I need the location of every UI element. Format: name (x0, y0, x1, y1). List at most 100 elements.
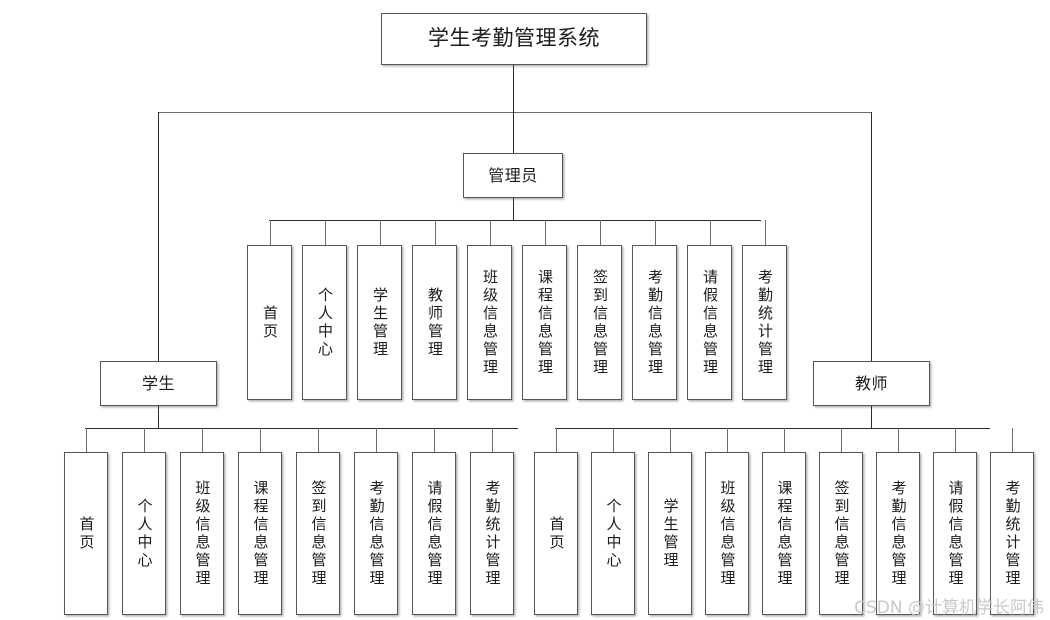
teacher-menu-item-8[interactable]: 请假信息管理 (933, 452, 977, 615)
connector-bus-to-student (158, 112, 159, 361)
admin-menu-item-drop-line (599, 220, 601, 245)
teacher-menu-item-drop-line (1012, 428, 1013, 452)
teacher-menu-item-label: 请假信息管理 (946, 479, 965, 588)
teacher-menu-item-label: 班级信息管理 (718, 479, 737, 588)
student-menu-item-label: 课程信息管理 (251, 479, 270, 588)
student-menu-item-drop-line (86, 428, 87, 452)
student-menu-item-label: 考勤信息管理 (367, 479, 386, 588)
admin-menu-item-drop-line (544, 220, 546, 245)
teacher-menu-item-label: 签到信息管理 (832, 479, 851, 588)
admin-menu-item-drop-line (379, 220, 381, 245)
admin-menu-item-label: 首页 (261, 304, 279, 341)
student-menu-item-2[interactable]: 个人中心 (122, 452, 166, 615)
admin-menu-item-label: 教师管理 (426, 286, 444, 359)
student-menu-item-label: 班级信息管理 (193, 479, 212, 588)
admin-menu-item-drop-line (269, 220, 271, 245)
connector-admin-stem (513, 198, 514, 220)
teacher-menu-item-7[interactable]: 考勤信息管理 (876, 452, 920, 615)
teacher-menu-item-label: 学生管理 (661, 497, 680, 570)
student-menu-item-label: 考勤统计管理 (483, 479, 502, 588)
admin-menu-item-7[interactable]: 签到信息管理 (577, 245, 622, 400)
role-node-teacher[interactable]: 教师 (813, 361, 930, 406)
admin-menu-item-label: 签到信息管理 (591, 268, 609, 377)
teacher-menu-item-label: 考勤统计管理 (1003, 479, 1022, 588)
student-menu-item-4[interactable]: 课程信息管理 (238, 452, 282, 615)
admin-menu-item-label: 课程信息管理 (536, 268, 554, 377)
root-node-system-title[interactable]: 学生考勤管理系统 (381, 13, 647, 65)
student-menu-item-7[interactable]: 请假信息管理 (412, 452, 456, 615)
student-menu-item-drop-line (376, 428, 377, 452)
teacher-menu-item-drop-line (670, 428, 671, 452)
student-menu-item-5[interactable]: 签到信息管理 (296, 452, 340, 615)
student-menu-item-label: 首页 (77, 515, 96, 552)
admin-menu-item-10[interactable]: 考勤统计管理 (742, 245, 787, 400)
teacher-menu-item-label: 首页 (547, 515, 566, 552)
connector-admin-children-bus (269, 220, 761, 221)
student-menu-item-6[interactable]: 考勤信息管理 (354, 452, 398, 615)
connector-student-children-bus (85, 428, 518, 429)
student-menu-item-drop-line (260, 428, 261, 452)
admin-menu-item-label: 请假信息管理 (701, 268, 719, 377)
admin-menu-item-label: 班级信息管理 (481, 268, 499, 377)
admin-menu-item-3[interactable]: 学生管理 (357, 245, 402, 400)
teacher-menu-item-4[interactable]: 班级信息管理 (705, 452, 749, 615)
teacher-menu-item-label: 课程信息管理 (775, 479, 794, 588)
admin-menu-item-8[interactable]: 考勤信息管理 (632, 245, 677, 400)
admin-menu-item-label: 考勤统计管理 (756, 268, 774, 377)
teacher-menu-item-3[interactable]: 学生管理 (648, 452, 692, 615)
teacher-menu-item-5[interactable]: 课程信息管理 (762, 452, 806, 615)
student-menu-item-drop-line (318, 428, 319, 452)
teacher-menu-item-drop-line (898, 428, 899, 452)
connector-top-bus (158, 112, 872, 113)
watermark-text: CSDN @计算机学长阿伟 (854, 598, 1044, 618)
teacher-menu-item-drop-line (613, 428, 614, 452)
role-node-admin[interactable]: 管理员 (463, 153, 563, 198)
teacher-menu-item-label: 考勤信息管理 (889, 479, 908, 588)
student-menu-item-label: 签到信息管理 (309, 479, 328, 588)
admin-menu-item-drop-line (434, 220, 436, 245)
admin-menu-item-4[interactable]: 教师管理 (412, 245, 457, 400)
teacher-menu-item-9[interactable]: 考勤统计管理 (990, 452, 1034, 615)
role-node-teacher-label: 教师 (854, 373, 888, 393)
teacher-menu-item-drop-line (841, 428, 842, 452)
teacher-menu-item-2[interactable]: 个人中心 (591, 452, 635, 615)
teacher-menu-item-1[interactable]: 首页 (534, 452, 578, 615)
admin-menu-item-2[interactable]: 个人中心 (302, 245, 347, 400)
admin-menu-item-drop-line (489, 220, 491, 245)
student-menu-item-8[interactable]: 考勤统计管理 (470, 452, 514, 615)
student-menu-item-drop-line (492, 428, 493, 452)
connector-bus-to-teacher (871, 112, 872, 361)
role-node-student[interactable]: 学生 (100, 361, 217, 406)
teacher-menu-item-drop-line (556, 428, 557, 452)
admin-menu-item-drop-line (654, 220, 656, 245)
admin-menu-item-drop-line (709, 220, 711, 245)
teacher-menu-item-drop-line (784, 428, 785, 452)
admin-menu-item-drop-line (764, 220, 766, 245)
student-menu-item-label: 请假信息管理 (425, 479, 444, 588)
root-node-label: 学生考勤管理系统 (428, 26, 600, 51)
teacher-menu-item-6[interactable]: 签到信息管理 (819, 452, 863, 615)
admin-menu-item-5[interactable]: 班级信息管理 (467, 245, 512, 400)
role-node-student-label: 学生 (141, 373, 175, 393)
student-menu-item-3[interactable]: 班级信息管理 (180, 452, 224, 615)
student-menu-item-drop-line (202, 428, 203, 452)
teacher-menu-item-drop-line (727, 428, 728, 452)
student-menu-item-label: 个人中心 (135, 497, 154, 570)
admin-menu-item-6[interactable]: 课程信息管理 (522, 245, 567, 400)
admin-menu-item-drop-line (324, 220, 326, 245)
connector-teacher-stem (871, 406, 872, 428)
student-menu-item-drop-line (144, 428, 145, 452)
role-node-admin-label: 管理员 (488, 165, 538, 185)
admin-menu-item-label: 考勤信息管理 (646, 268, 664, 377)
admin-menu-item-9[interactable]: 请假信息管理 (687, 245, 732, 400)
admin-menu-item-1[interactable]: 首页 (247, 245, 292, 400)
admin-menu-item-label: 学生管理 (371, 286, 389, 359)
connector-teacher-children-bus (555, 428, 990, 429)
connector-student-stem (158, 406, 159, 428)
student-menu-item-1[interactable]: 首页 (64, 452, 108, 615)
teacher-menu-item-label: 个人中心 (604, 497, 623, 570)
teacher-menu-item-drop-line (955, 428, 956, 452)
admin-menu-item-label: 个人中心 (316, 286, 334, 359)
connector-bus-to-admin (513, 112, 514, 153)
